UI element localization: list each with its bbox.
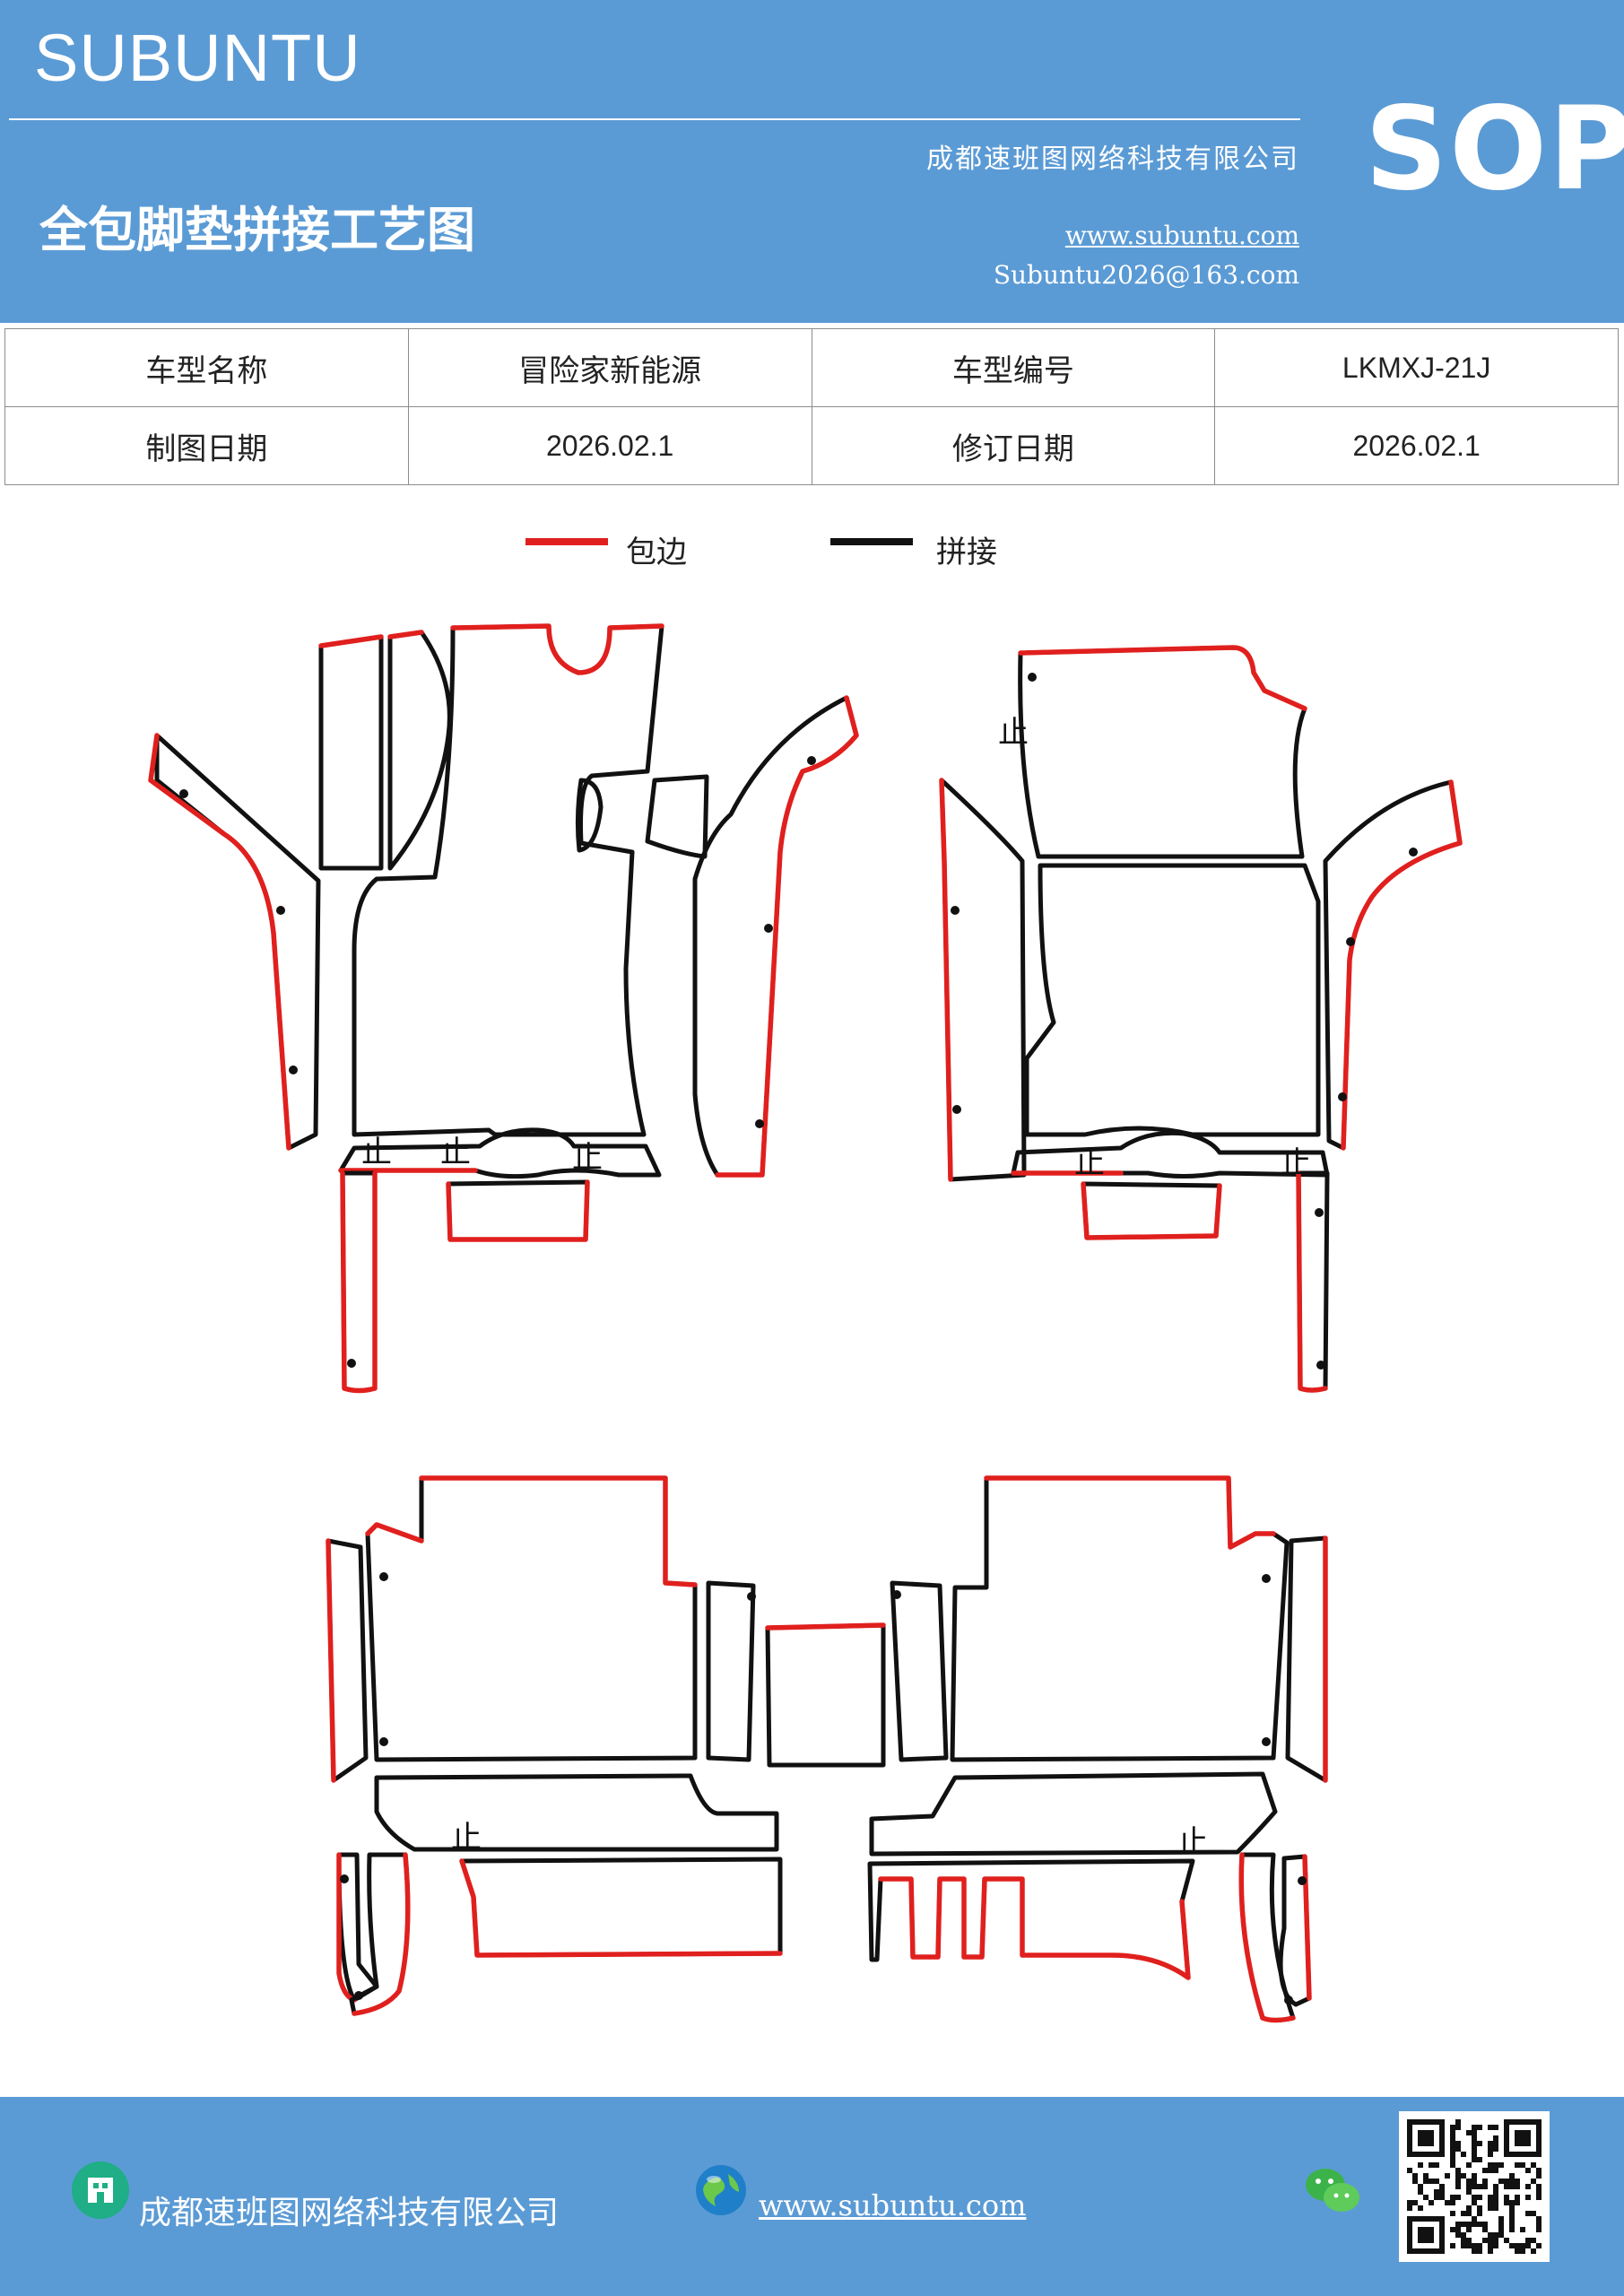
rear-left-mats (326, 1475, 886, 2016)
anchor-dot (892, 1590, 901, 1599)
anchor-dot (1262, 1574, 1271, 1583)
stop-marker: 止 (361, 1135, 392, 1170)
anchor-dot (340, 1874, 349, 1883)
anchor-dot (379, 1737, 388, 1746)
front-left-mats (148, 623, 859, 1394)
legend: 包边 拼接 (0, 526, 1624, 579)
legend-edge-swatch (525, 538, 608, 545)
anchor-dot (807, 756, 816, 765)
footer-company: 成都速班图网络科技有限公司 (139, 2195, 560, 2231)
anchor-dot (747, 1592, 756, 1601)
anchor-dot (289, 1065, 298, 1074)
header-email: Subuntu2026@163.com (993, 260, 1299, 290)
brand-logo: SUBUNTU (34, 21, 361, 95)
revise-date-label: 修订日期 (811, 406, 1216, 485)
mat-splice-diagram: 止止止止止止止止 (148, 623, 1463, 2023)
model-code-label: 车型编号 (811, 328, 1216, 407)
footer-banner: 成都速班图网络科技有限公司 www.subuntu.com (0, 2097, 1624, 2296)
building-icon (72, 2161, 129, 2219)
anchor-dot (1262, 1737, 1271, 1746)
info-row: 车型名称 冒险家新能源 车型编号 LKMXJ-21J (4, 328, 1619, 407)
draw-date-label: 制图日期 (4, 406, 409, 485)
anchor-dot (379, 1572, 388, 1581)
anchor-dot (764, 924, 773, 933)
anchor-dot (354, 1991, 363, 2000)
anchor-dot (1346, 937, 1355, 946)
stop-marker: 止 (440, 1135, 471, 1170)
anchor-dots (179, 673, 1418, 2005)
anchor-dot (1338, 1092, 1347, 1101)
stop-markers: 止止止止止止止止 (361, 715, 1311, 1860)
anchor-dot (952, 1105, 961, 1114)
anchor-dot (276, 906, 285, 915)
stop-marker: 止 (451, 1820, 482, 1856)
header-divider (9, 118, 1300, 120)
anchor-dot (1316, 1361, 1325, 1370)
anchor-dot (951, 906, 960, 915)
anchor-dot (179, 789, 188, 798)
draw-date-value: 2026.02.1 (407, 406, 812, 485)
stop-marker: 止 (1177, 1824, 1208, 1860)
header-company: 成都速班图网络科技有限公司 (926, 144, 1299, 175)
globe-icon (692, 2161, 750, 2219)
legend-joint-swatch (830, 538, 913, 545)
legend-edge-label: 包边 (626, 535, 687, 570)
stop-marker: 止 (1074, 1145, 1105, 1181)
anchor-dot (347, 1359, 356, 1368)
model-code-value: LKMXJ-21J (1214, 328, 1619, 407)
rear-right-mats (867, 1475, 1328, 2023)
wechat-icon (1302, 2163, 1363, 2217)
qr-code (1399, 2111, 1550, 2262)
sop-badge: SOP (1365, 83, 1624, 216)
revise-date-value: 2026.02.1 (1214, 406, 1619, 485)
info-row: 制图日期 2026.02.1 修订日期 2026.02.1 (4, 406, 1619, 485)
stop-marker: 止 (572, 1140, 603, 1176)
stop-marker: 止 (998, 715, 1029, 751)
model-name-label: 车型名称 (4, 328, 409, 407)
legend-joint-label: 拼接 (936, 535, 997, 570)
anchor-dot (1028, 673, 1037, 682)
anchor-dot (1284, 1996, 1293, 2005)
anchor-dot (1298, 1876, 1307, 1885)
anchor-dot (1409, 848, 1418, 857)
header-website-link[interactable]: www.subuntu.com (1064, 221, 1299, 250)
stop-marker: 止 (1281, 1145, 1311, 1181)
header-banner: SUBUNTU 全包脚垫拼接工艺图 成都速班图网络科技有限公司 www.subu… (0, 0, 1624, 323)
footer-website-link[interactable]: www.subuntu.com (759, 2188, 1027, 2222)
model-name-value: 冒险家新能源 (407, 328, 812, 407)
anchor-dot (755, 1119, 764, 1128)
front-right-mats (939, 645, 1463, 1393)
page-title: 全包脚垫拼接工艺图 (39, 201, 475, 258)
info-table: 车型名称 冒险家新能源 车型编号 LKMXJ-21J 制图日期 2026.02.… (4, 328, 1619, 485)
anchor-dot (1315, 1208, 1324, 1217)
